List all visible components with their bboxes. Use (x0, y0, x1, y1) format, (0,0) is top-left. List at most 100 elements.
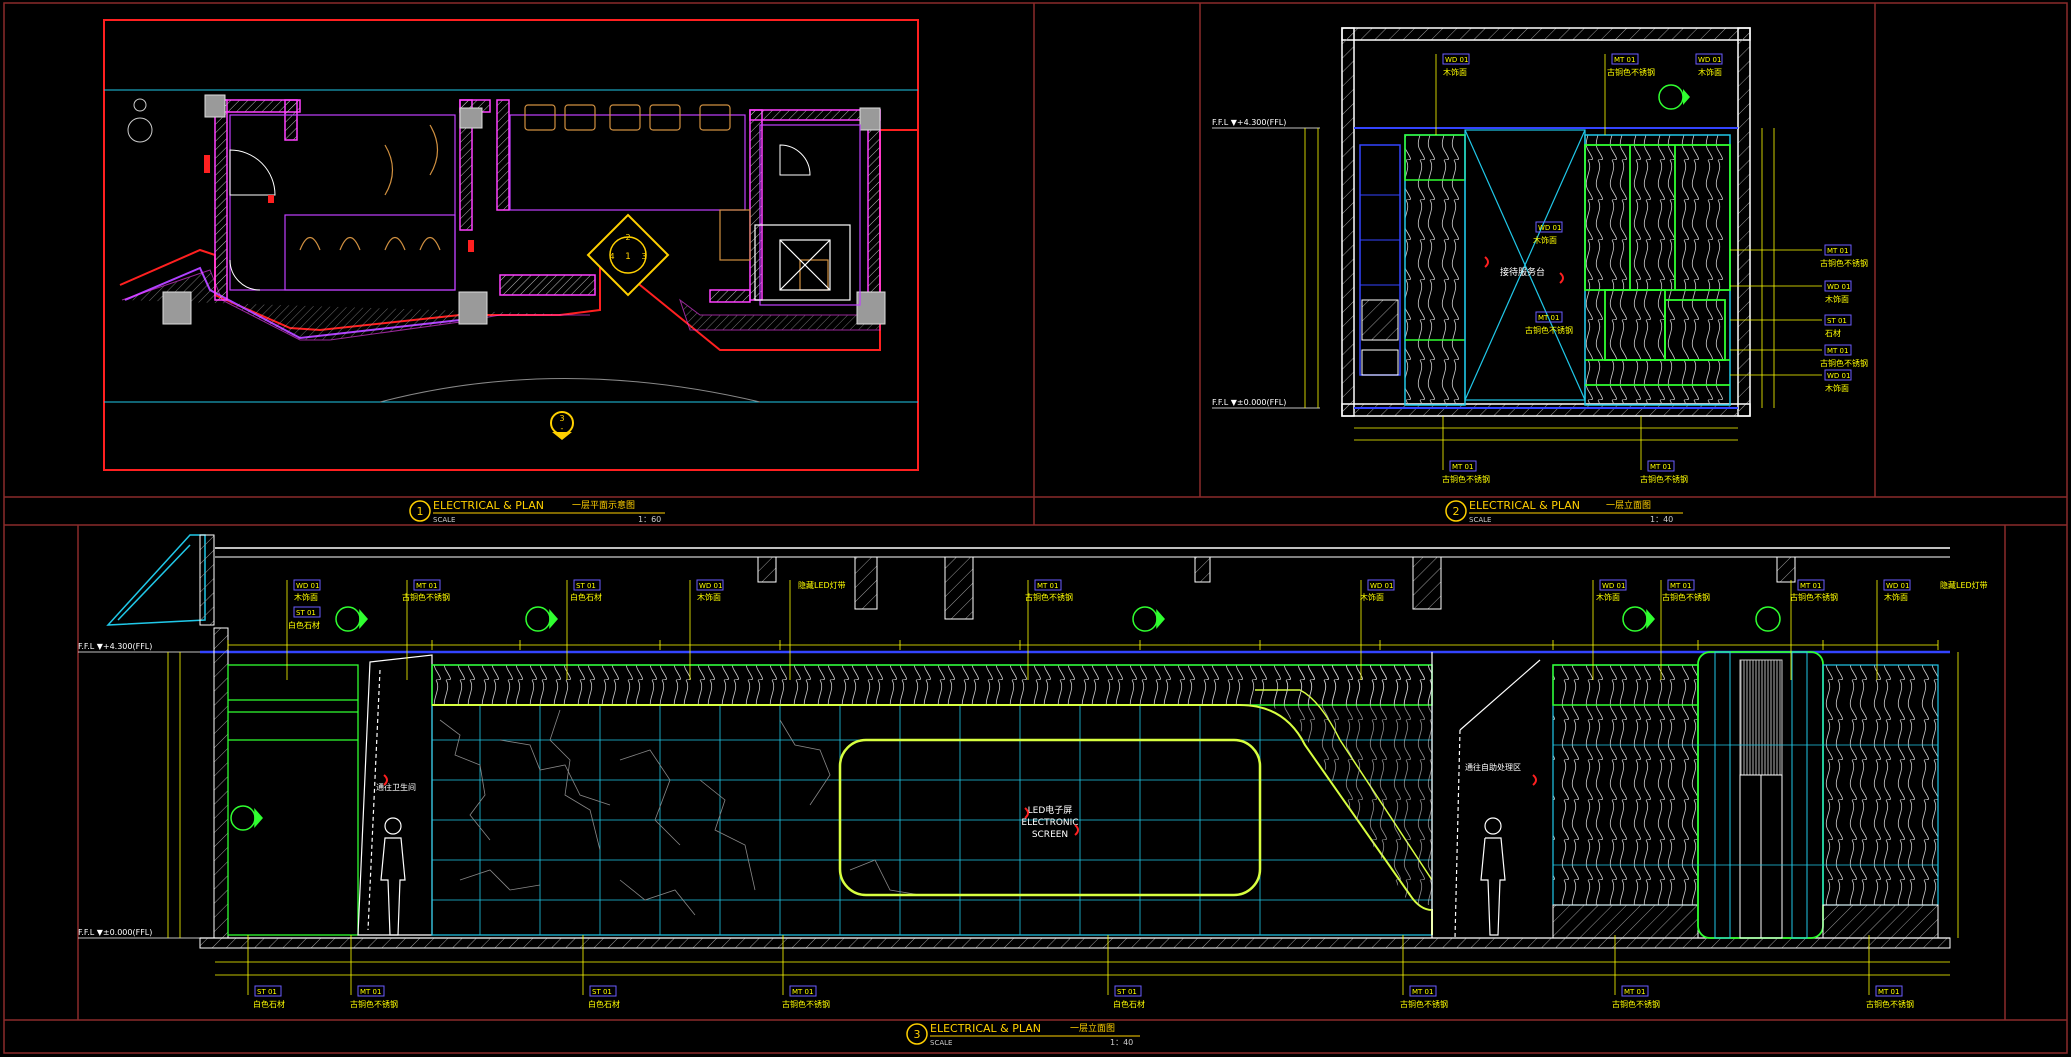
svg-text:F.F.L ▼±0.000(FFL): F.F.L ▼±0.000(FFL) (1212, 398, 1286, 407)
svg-text:ST 01: ST 01 (296, 609, 316, 617)
elev3-top-tags: WD 01 木饰面 ST 01 白色石材 MT 01 古铜色不锈钢 ST 01 … (286, 579, 1988, 680)
svg-text:隐藏LED灯带: 隐藏LED灯带 (1940, 580, 1988, 590)
plan-elevation-marker: 1 2 4 3 (586, 213, 670, 297)
svg-text:古铜色不锈钢: 古铜色不锈钢 (1525, 325, 1573, 335)
svg-text:古铜色不锈钢: 古铜色不锈钢 (1442, 474, 1490, 484)
svg-text:1：40: 1：40 (1110, 1038, 1133, 1047)
elev2-levels: F.F.L ▼+4.300(FFL) F.F.L ▼±0.000(FFL) (1212, 118, 1775, 409)
svg-text:MT 01: MT 01 (1650, 463, 1671, 471)
plan-columns (162, 94, 886, 325)
svg-text:石材: 石材 (1825, 328, 1841, 338)
svg-text:木饰面: 木饰面 (1825, 294, 1849, 304)
svg-text:MT 01: MT 01 (360, 988, 381, 996)
plan-title-block: 1 ELECTRICAL & PLAN 一层平面示意图 SCALE 1：60 (409, 499, 665, 524)
svg-text:MT 01: MT 01 (1878, 988, 1899, 996)
svg-text:F.F.L ▼+4.300(FFL): F.F.L ▼+4.300(FFL) (1212, 118, 1286, 127)
svg-text:WD 01: WD 01 (1886, 582, 1909, 590)
svg-text:木饰面: 木饰面 (1596, 592, 1620, 602)
svg-text:ST 01: ST 01 (1117, 988, 1137, 996)
svg-text:MT 01: MT 01 (1827, 347, 1848, 355)
elev2-center-note: 接待服务台 (1500, 266, 1545, 278)
elev3-detail-markers (230, 606, 1781, 831)
elev2-tag-2: MT 01 古铜色不锈钢 (1604, 53, 1655, 135)
plan-section-marker: 3 - (550, 411, 574, 440)
svg-text:F.F.L ▼±0.000(FFL): F.F.L ▼±0.000(FFL) (78, 928, 152, 937)
svg-text:SCREEN: SCREEN (1032, 830, 1068, 840)
svg-text:MT 01: MT 01 (1452, 463, 1473, 471)
svg-text:木饰面: 木饰面 (1698, 67, 1722, 77)
svg-text:白色石材: 白色石材 (288, 620, 320, 630)
svg-text:白色石材: 白色石材 (1113, 999, 1145, 1009)
elev2-detail-marker (1658, 84, 1690, 110)
plan-title: ELECTRICAL & PLAN (433, 499, 544, 512)
svg-text:MT 01: MT 01 (416, 582, 437, 590)
svg-text:木饰面: 木饰面 (1533, 235, 1557, 245)
plan-border (103, 19, 919, 471)
svg-text:白色石材: 白色石材 (253, 999, 285, 1009)
elev2-title: ELECTRICAL & PLAN (1469, 499, 1580, 512)
svg-text:3: 3 (914, 1028, 921, 1041)
elev3-bottom-tags: ST 01 白色石材 MT 01 古铜色不锈钢 ST 01 白色石材 MT 01… (247, 935, 1914, 1009)
svg-text:4: 4 (609, 252, 614, 261)
svg-text:2: 2 (1453, 505, 1460, 518)
svg-text:WD 01: WD 01 (1827, 283, 1850, 291)
svg-text:-: - (561, 424, 564, 433)
elev2-bottom-tags: MT 01 古铜色不锈钢 MT 01 古铜色不锈钢 (1442, 416, 1688, 484)
svg-text:1：40: 1：40 (1650, 515, 1673, 524)
svg-text:MT 01: MT 01 (1538, 314, 1559, 322)
svg-text:SCALE: SCALE (930, 1039, 952, 1047)
svg-text:古铜色不锈钢: 古铜色不锈钢 (350, 999, 398, 1009)
elev3-levels: F.F.L ▼+4.300(FFL) F.F.L ▼±0.000(FFL) (78, 642, 1959, 939)
svg-text:古铜色不锈钢: 古铜色不锈钢 (1640, 474, 1688, 484)
human-figure-left (380, 817, 406, 936)
svg-text:古铜色不锈钢: 古铜色不锈钢 (782, 999, 830, 1009)
svg-text:WD 01: WD 01 (296, 582, 319, 590)
svg-text:古铜色不锈钢: 古铜色不锈钢 (1790, 592, 1838, 602)
svg-text:MT 01: MT 01 (1624, 988, 1645, 996)
svg-text:F.F.L ▼+4.300(FFL): F.F.L ▼+4.300(FFL) (78, 642, 152, 651)
svg-text:木饰面: 木饰面 (1825, 383, 1849, 393)
svg-text:ELECTRONIC: ELECTRONIC (1021, 818, 1078, 828)
human-figure-right (1480, 817, 1506, 936)
svg-text:木饰面: 木饰面 (697, 592, 721, 602)
elev2-tag-1: WD 01 木饰面 (1435, 53, 1470, 135)
svg-text:WD 01: WD 01 (1538, 224, 1561, 232)
svg-text:木饰面: 木饰面 (294, 592, 318, 602)
svg-text:WD 01: WD 01 (1827, 372, 1850, 380)
svg-text:古铜色不锈钢: 古铜色不锈钢 (1400, 999, 1448, 1009)
elev3-note-left: 通往卫生间 (376, 782, 416, 792)
svg-text:一层立面图: 一层立面图 (1606, 499, 1651, 511)
svg-text:古铜色不锈钢: 古铜色不锈钢 (1612, 999, 1660, 1009)
plan-scale: 1：60 (638, 515, 661, 524)
svg-text:木饰面: 木饰面 (1884, 592, 1908, 602)
svg-text:SCALE: SCALE (433, 516, 455, 524)
svg-text:WD 01: WD 01 (699, 582, 722, 590)
elev3-title-block: 3 ELECTRICAL & PLAN 一层立面图 SCALE 1：40 (906, 1022, 1140, 1047)
elev2-tag-5: MT 01 古铜色不锈钢 (1525, 311, 1573, 335)
stair-band (432, 704, 1433, 935)
svg-text:MT 01: MT 01 (1412, 988, 1433, 996)
sheet-frame (3, 2, 2068, 1054)
svg-text:MT 01: MT 01 (1670, 582, 1691, 590)
svg-text:古铜色不锈钢: 古铜色不锈钢 (1607, 67, 1655, 77)
elevation-3-panel: 通往卫生间 (78, 534, 1988, 1009)
svg-text:ST 01: ST 01 (592, 988, 612, 996)
marble-wall (431, 664, 1433, 936)
plan-number: 1 (417, 505, 424, 518)
elevator-portal (1697, 651, 1824, 939)
svg-text:古铜色不锈钢: 古铜色不锈钢 (1662, 592, 1710, 602)
svg-text:1: 1 (625, 252, 631, 262)
svg-text:一层立面图: 一层立面图 (1070, 1022, 1115, 1034)
svg-text:ST 01: ST 01 (576, 582, 596, 590)
svg-text:白色石材: 白色石材 (570, 592, 602, 602)
elevation-2-panel: 接待服务台 F.F.L ▼+4.300(FFL) F.F.L ▼±0.000(F… (1212, 27, 1868, 484)
svg-text:3: 3 (559, 414, 564, 423)
svg-text:MT 01: MT 01 (1037, 582, 1058, 590)
svg-text:SCALE: SCALE (1469, 516, 1491, 524)
svg-text:WD 01: WD 01 (1445, 56, 1468, 64)
svg-text:古铜色不锈钢: 古铜色不锈钢 (1866, 999, 1914, 1009)
svg-text:ST 01: ST 01 (257, 988, 277, 996)
svg-text:古铜色不锈钢: 古铜色不锈钢 (1820, 258, 1868, 268)
svg-text:白色石材: 白色石材 (588, 999, 620, 1009)
